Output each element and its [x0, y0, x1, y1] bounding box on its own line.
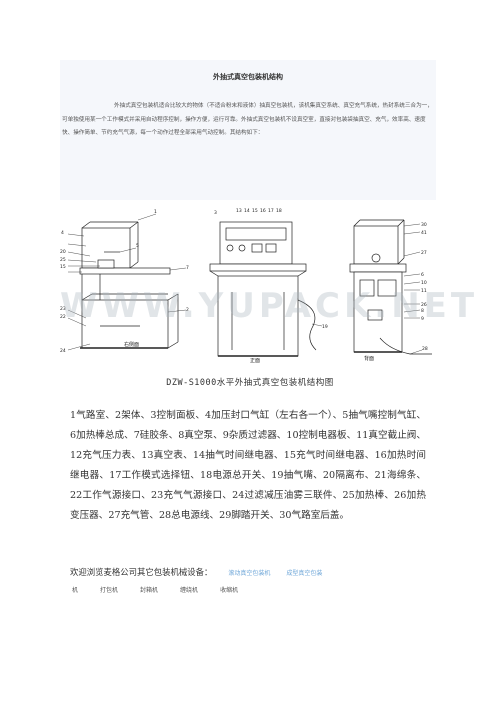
- link-rolling-vacuum-packer[interactable]: 滚动真空包装机: [228, 570, 271, 577]
- side-view-drawing: [79, 221, 179, 349]
- structure-diagram: 1 4 5 20 25 15 7 2 23 22 24 3 13 14 15 1…: [60, 200, 436, 400]
- callout-label: 17: [268, 208, 274, 214]
- callout-label: 18: [276, 208, 282, 214]
- callout-label: 27: [421, 250, 427, 256]
- callout-label: 9: [421, 316, 424, 322]
- links-prefix: 欢迎浏览麦格公司其它包装机械设备：: [70, 567, 213, 577]
- intro-paragraph: 外抽式真空包装机适合比较大的物体（不适合粉末和液体）抽真空包装机，该机集真空系统…: [62, 103, 433, 136]
- links-row-2: 机 打包机 封箱机 缠绕机 收缩机: [72, 585, 432, 594]
- callout-label: 15: [60, 264, 66, 270]
- callout-label: 10: [421, 280, 427, 286]
- links-row-1: 欢迎浏览麦格公司其它包装机械设备： 滚动真空包装机 成型真空包装: [70, 566, 430, 578]
- callout-label: 23: [60, 306, 66, 312]
- callout-label: 5: [136, 243, 139, 249]
- link-shrink-machine[interactable]: 收缩机: [220, 587, 239, 594]
- link-strapping-machine[interactable]: 打包机: [100, 587, 119, 594]
- callout-label: 6: [421, 272, 424, 278]
- view-label-right-side: 右侧面: [124, 341, 139, 348]
- callout-label: 11: [421, 288, 427, 294]
- link-carton-sealer[interactable]: 封箱机: [140, 587, 159, 594]
- callout-label: 19: [322, 324, 328, 330]
- callout-label: 16: [260, 208, 266, 214]
- link-stretch-wrapper[interactable]: 缠绕机: [180, 587, 199, 594]
- parts-list: 1气路室、2架体、3控制面板、4加压封口气缸（左右各一个）、5抽气嘴控制气缸、6…: [70, 410, 426, 521]
- callout-label: 25: [60, 257, 66, 263]
- callout-label: 30: [421, 222, 427, 228]
- document-title: 外抽式真空包装机结构: [213, 72, 283, 81]
- callout-label: 8: [421, 308, 424, 314]
- front-view-drawing: [209, 221, 317, 357]
- machine-drawing: 1 4 5 20 25 15 7 2 23 22 24 3 13 14 15 1…: [60, 208, 432, 364]
- watermark: WWW.YUPACK.NET: [60, 286, 479, 326]
- callout-label: 3: [214, 210, 217, 216]
- back-view-drawing: [349, 219, 432, 355]
- link-forming-vacuum-packer[interactable]: 成型真空包装: [286, 570, 323, 577]
- callout-label: 2: [186, 307, 189, 313]
- callout-label: 13: [236, 208, 242, 214]
- link-machine-suffix[interactable]: 机: [72, 587, 79, 594]
- callout-labels: 1 4 5 20 25 15 7 2 23 22 24 3 13 14 15 1…: [60, 208, 428, 354]
- callout-label: 22: [60, 314, 66, 320]
- callout-label: 15: [252, 208, 258, 214]
- view-label-back: 背面: [364, 355, 374, 362]
- callout-label: 14: [244, 208, 250, 214]
- callout-label: 41: [421, 230, 427, 236]
- intro-background: [60, 60, 436, 200]
- view-label-front: 正面: [250, 358, 260, 364]
- diagram-caption: DZW-S1000水平外抽式真空包装机结构图: [166, 378, 334, 388]
- callout-label: 1: [154, 209, 157, 215]
- callout-label: 24: [60, 348, 66, 354]
- callout-label: 7: [186, 265, 189, 271]
- callout-label: 20: [60, 249, 66, 255]
- callout-label: 4: [61, 230, 64, 236]
- callout-label: 28: [422, 346, 428, 352]
- callout-label: 26: [421, 302, 427, 308]
